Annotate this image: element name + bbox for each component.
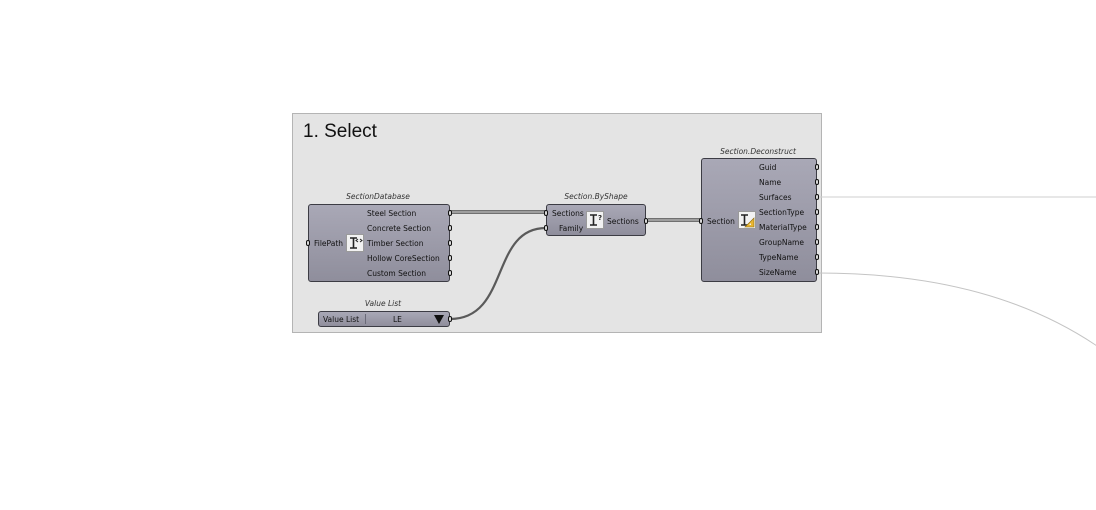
output-steel-section: Steel Section (367, 209, 417, 218)
dropdown-triangle-icon[interactable] (434, 315, 444, 324)
filepath-input-grip[interactable] (306, 240, 310, 246)
sections-input-grip[interactable] (544, 210, 548, 216)
i-beam-database-icon (346, 234, 364, 252)
output-grip[interactable] (815, 194, 819, 200)
output-concrete-section: Concrete Section (367, 224, 432, 233)
output-section-type: SectionType (759, 208, 805, 217)
value-list-selected[interactable]: LE (393, 315, 402, 324)
output-grip[interactable] (815, 179, 819, 185)
output-surfaces: Surfaces (759, 193, 792, 202)
section-byshape-component[interactable]: Sections Family ? Sections (544, 204, 648, 236)
sections-output-grip[interactable] (644, 218, 648, 224)
section-byshape-label: Section.ByShape (564, 192, 628, 201)
output-name: Name (759, 178, 782, 187)
output-grip[interactable] (815, 269, 819, 275)
output-grip[interactable] (448, 225, 452, 231)
value-list-output-grip[interactable] (448, 316, 452, 322)
input-family: Family (559, 224, 584, 233)
value-list-divider (365, 314, 366, 324)
output-custom-section: Custom Section (367, 269, 426, 278)
output-grip[interactable] (448, 255, 452, 261)
output-type-name: TypeName (759, 253, 799, 262)
filepath-input: FilePath (314, 239, 344, 248)
output-sections: Sections (607, 217, 639, 226)
i-beam-deconstruct-icon (738, 211, 756, 229)
value-list-title: Value List (364, 299, 402, 308)
output-grip[interactable] (448, 210, 452, 216)
output-group-name: GroupName (759, 238, 804, 247)
section-database-label: SectionDatabase (346, 192, 410, 201)
section-deconstruct-label: Section.Deconstruct (720, 147, 796, 156)
svg-text:?: ? (598, 214, 602, 222)
output-timber-section: Timber Section (367, 239, 424, 248)
value-list-component[interactable]: Value List LE (318, 311, 452, 327)
wire-sizename-out (817, 272, 1096, 346)
output-grip[interactable] (815, 209, 819, 215)
output-grip[interactable] (448, 270, 452, 276)
output-grip[interactable] (815, 164, 819, 170)
section-database-component[interactable]: FilePath Steel Section Concrete Section … (306, 204, 452, 282)
i-beam-query-icon: ? (586, 211, 604, 229)
output-guid: Guid (759, 163, 777, 172)
output-size-name: SizeName (759, 268, 797, 277)
input-sections: Sections (552, 209, 584, 218)
group-title: 1. Select (303, 121, 377, 142)
value-list-label: Value List (323, 315, 360, 324)
section-input-grip[interactable] (699, 218, 703, 224)
output-grip[interactable] (815, 254, 819, 260)
output-hollow-core-section: Hollow CoreSection (367, 254, 440, 263)
output-grip[interactable] (448, 240, 452, 246)
section-deconstruct-component[interactable]: Section Guid Name Surfaces SectionType M… (699, 158, 819, 282)
family-input-grip[interactable] (544, 225, 548, 231)
input-section: Section (707, 217, 735, 226)
output-grip[interactable] (815, 239, 819, 245)
output-material-type: MaterialType (759, 223, 807, 232)
output-grip[interactable] (815, 224, 819, 230)
